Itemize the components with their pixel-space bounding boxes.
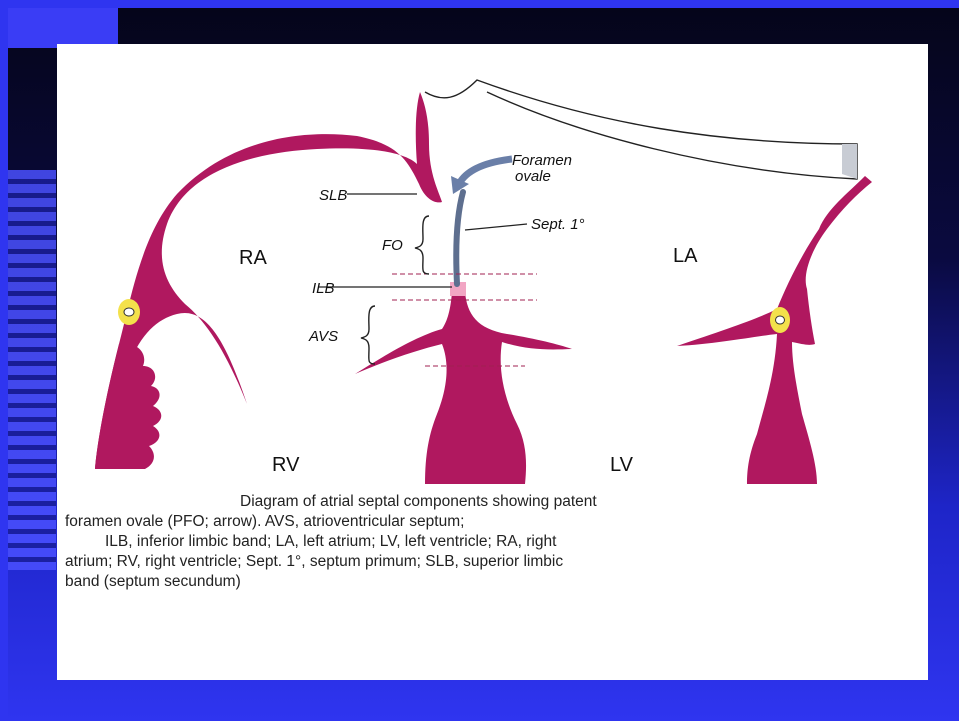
rv-trabeculae [95,344,161,469]
rv-label: RV [272,454,300,476]
avs-label: AVS [308,328,338,345]
lv-label: LV [610,454,634,476]
atrial-roof-shadow [842,144,857,179]
tricuspid-annulus-icon [118,299,140,325]
caption-line-2: foramen ovale (PFO; arrow). AVS, atriove… [65,512,825,532]
caption-line-3: ILB, inferior limbic band; LA, left atri… [65,532,825,552]
content-panel: RA LA RV LV SLB FO ILB AVS Foramen ovale… [57,44,928,680]
foramen-label-line2: ovale [515,168,551,185]
ilb-label: ILB [312,280,335,297]
figure-caption: Diagram of atrial septal components show… [65,492,825,592]
caption-line-4: atrium; RV, right ventricle; Sept. 1°, s… [65,552,825,572]
fo-brace [415,216,429,274]
sept1-label: Sept. 1° [531,216,585,233]
sept1-pointer [465,224,527,230]
slb-label: SLB [319,187,347,204]
avs-brace [361,306,375,364]
slide-left-stripes [8,170,56,570]
ventricular-septum [355,292,572,484]
foramen-label-line1: Foramen [512,152,572,169]
caption-line-5: band (septum secundum) [65,572,825,592]
caption-line-1: Diagram of atrial septal components show… [65,492,825,512]
fo-label: FO [382,237,403,254]
ra-label: RA [239,247,267,269]
mitral-annulus-icon [770,307,790,333]
la-label: LA [673,245,698,267]
foramen-ovale-arrow-icon [451,159,512,194]
septum-primum [456,192,463,284]
slide-corner-accent [8,8,118,48]
